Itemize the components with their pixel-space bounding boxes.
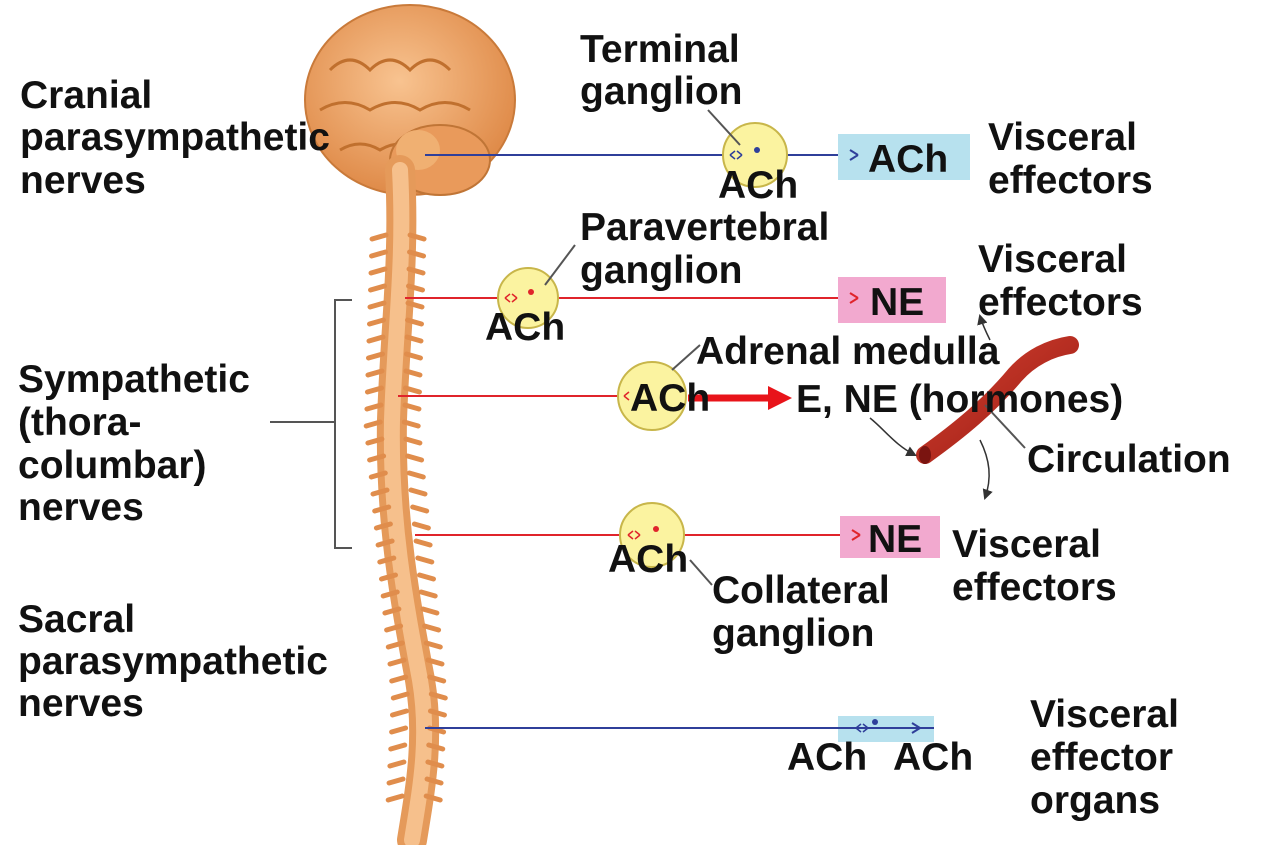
- nerve-root: [414, 524, 428, 528]
- visceral-effectors-3-line2: effectors: [952, 566, 1117, 609]
- sympathetic-label-line4: nerves: [18, 486, 144, 529]
- cranial-effector-nt: ACh: [868, 138, 948, 181]
- visceral-effectors-2-line1: Visceral: [978, 238, 1127, 281]
- visceral-effectors-2-line2: effectors: [978, 281, 1143, 324]
- visceral-effector-organs-line1: Visceral: [1030, 693, 1179, 736]
- sympathetic-bracket: [270, 300, 352, 548]
- nerve-root: [372, 235, 386, 239]
- cranial-label-line1: Cranial: [20, 74, 152, 117]
- nerve-root: [423, 609, 437, 613]
- terminal-ganglion-label-line1: Terminal: [580, 28, 740, 71]
- nerve-root: [392, 728, 406, 732]
- nerve-root: [390, 762, 404, 766]
- nerve-root: [420, 575, 434, 579]
- visceral-effectors-1-line1: Visceral: [988, 116, 1137, 159]
- nerve-root: [370, 320, 384, 324]
- collateral-ganglion-label-line2: ganglion: [712, 612, 874, 655]
- sacral-label-line2: parasympathetic: [18, 640, 328, 683]
- nerve-root: [425, 626, 439, 630]
- nerve-root: [409, 473, 423, 477]
- sacral-effector-nt: ACh: [893, 736, 973, 779]
- collateral-effector-nt: NE: [868, 518, 922, 561]
- paravertebral-ganglion-nt: ACh: [485, 306, 565, 349]
- nerve-root: [391, 745, 405, 749]
- nerve-root: [389, 779, 403, 783]
- sacral-ganglion-nt: ACh: [787, 736, 867, 779]
- paravertebral-effector-nt: NE: [870, 281, 924, 324]
- visceral-effectors-1-line2: effectors: [988, 159, 1153, 202]
- nerve-root: [388, 796, 402, 800]
- nerve-root: [372, 252, 386, 256]
- nerve-root: [411, 490, 425, 494]
- hormones-label: E, NE (hormones): [796, 378, 1123, 421]
- sympathetic-label-line1: Sympathetic: [18, 358, 250, 401]
- nerve-root: [418, 558, 432, 562]
- paravertebral-ganglion-label-line1: Paravertebral: [580, 206, 829, 249]
- nerve-root: [371, 269, 385, 273]
- visceral-effector-organs-line2: effector: [1030, 736, 1173, 779]
- paravertebral-ganglion-label-line2: ganglion: [580, 249, 742, 292]
- nerve-root: [392, 711, 406, 715]
- sympathetic-label-line3: columbar): [18, 444, 207, 487]
- nerve-root: [371, 286, 385, 290]
- terminal-ganglion-label-line2: ganglion: [580, 70, 742, 113]
- adrenal-medulla-label: Adrenal medulla: [696, 330, 1000, 373]
- visceral-effector-organs-line3: organs: [1030, 779, 1160, 822]
- cranial-ganglion-nt: ACh: [718, 164, 798, 207]
- circulation-label: Circulation: [1027, 438, 1231, 481]
- nerve-root: [393, 694, 407, 698]
- nerve-root: [370, 303, 384, 307]
- nerve-root: [369, 337, 383, 341]
- nerve-root: [413, 507, 427, 511]
- nerve-root: [392, 677, 406, 681]
- visceral-effectors-3-line1: Visceral: [952, 523, 1101, 566]
- nerve-root: [416, 541, 430, 545]
- adrenal-ganglion-nt: ACh: [630, 377, 710, 420]
- sacral-label-line3: nerves: [18, 682, 144, 725]
- sympathetic-label-line2: (thora-: [18, 401, 141, 444]
- cranial-label-line3: nerves: [20, 159, 146, 202]
- collateral-ganglion-label-line1: Collateral: [712, 569, 890, 612]
- nerve-root: [421, 592, 435, 596]
- collateral-ganglion-nt: ACh: [608, 538, 688, 581]
- nerve-root: [406, 439, 420, 443]
- cranial-label-line2: parasympathetic: [20, 116, 330, 159]
- spinal-cord-icon: [366, 170, 445, 840]
- nerve-root: [408, 456, 422, 460]
- sacral-label-line1: Sacral: [18, 598, 135, 641]
